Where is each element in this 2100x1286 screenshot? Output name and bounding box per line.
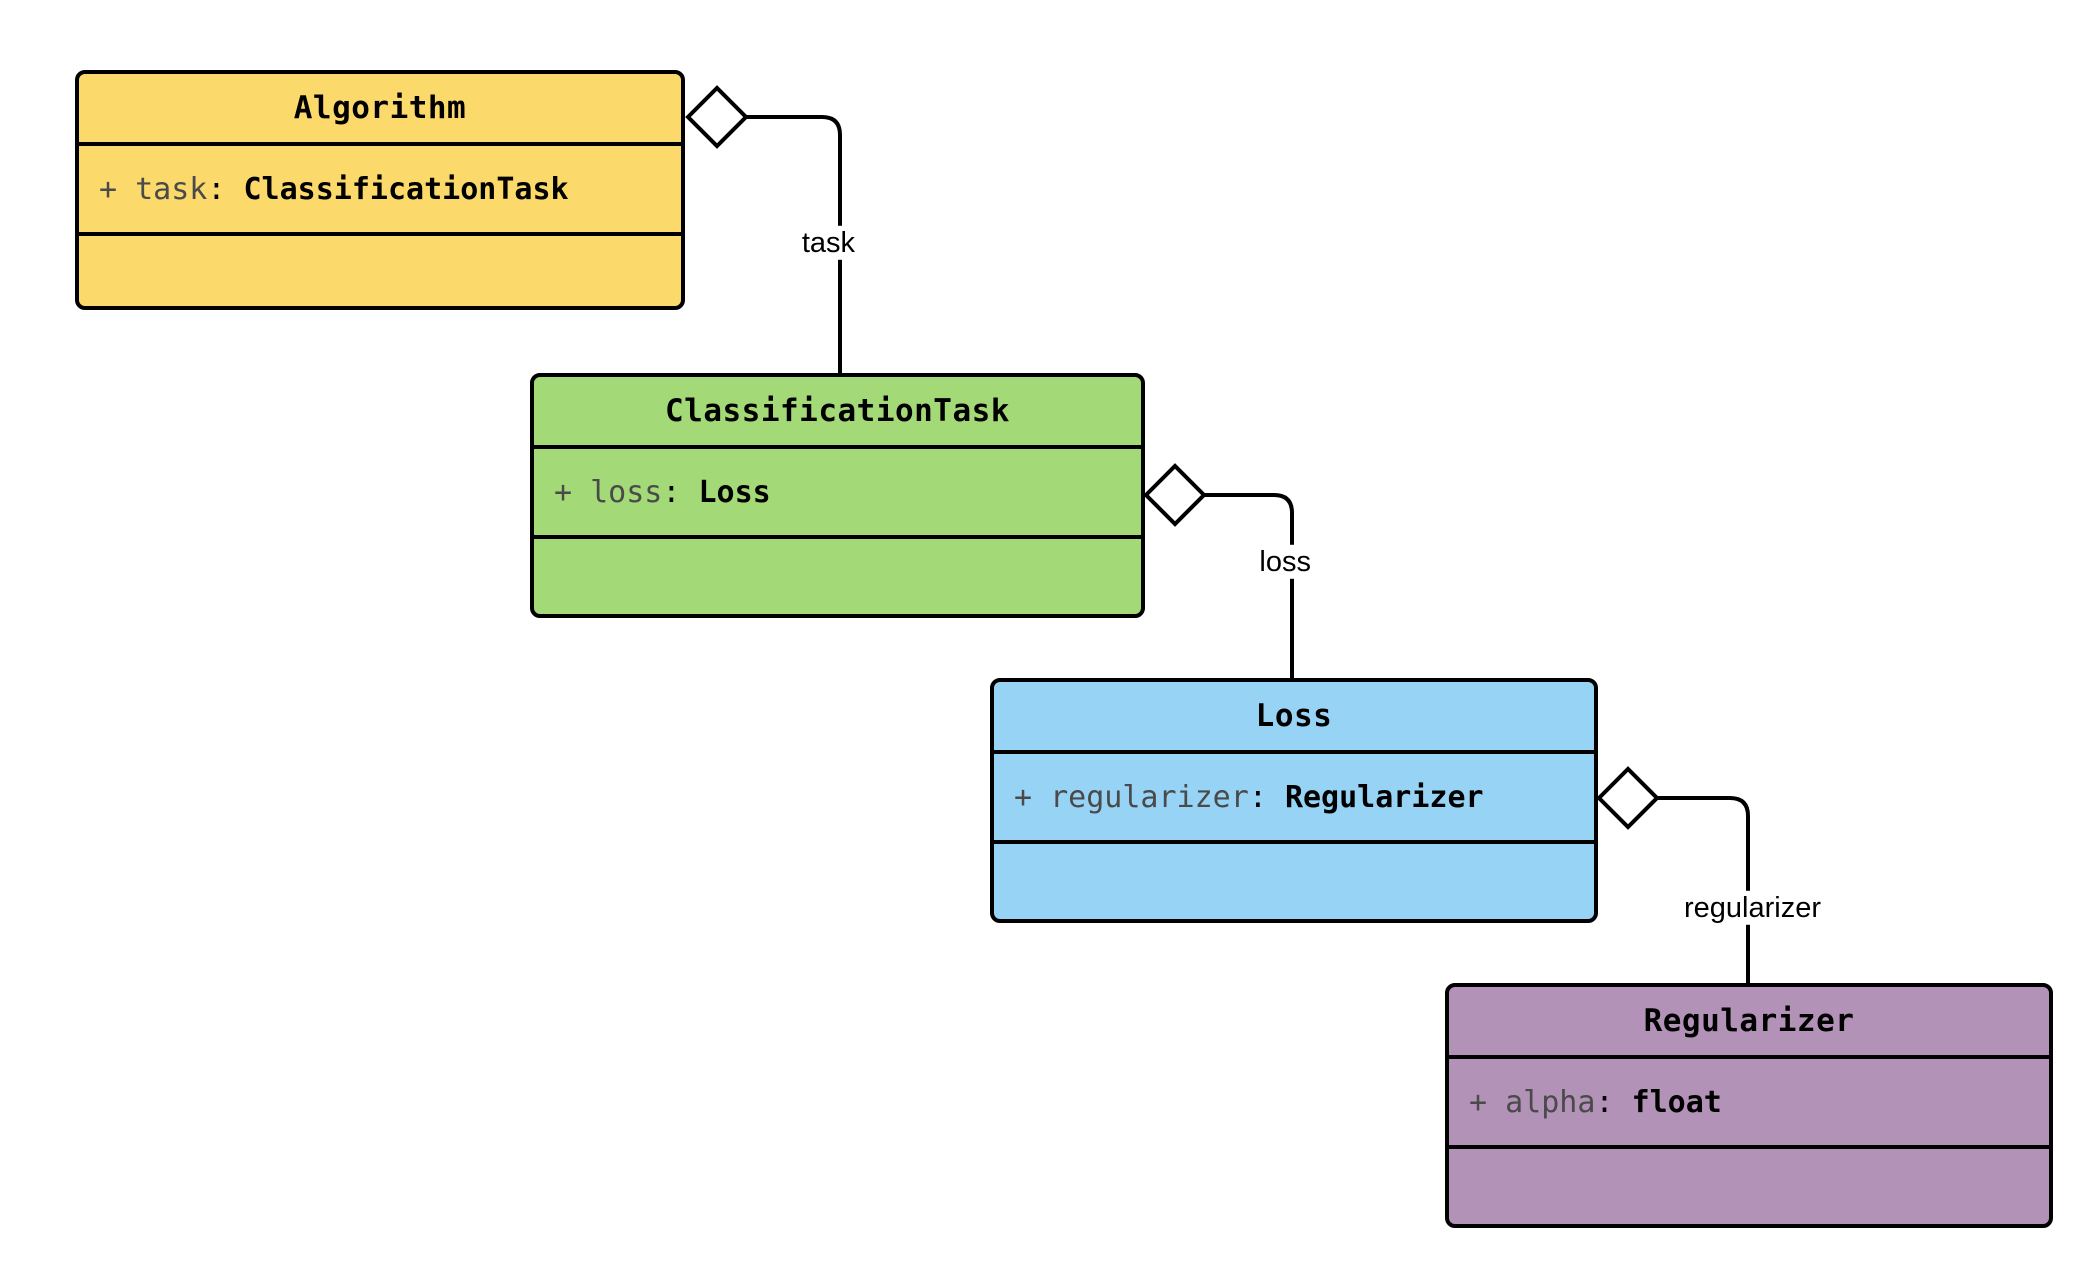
attribute-type: ClassificationTask [243, 171, 569, 207]
attribute-name: loss [590, 474, 663, 510]
attribute-type: Loss [698, 474, 771, 510]
class-box-classificationtask[interactable]: ClassificationTask + loss: Loss [530, 373, 1145, 618]
attribute-visibility: + [554, 474, 573, 510]
class-title-classificationtask: ClassificationTask [534, 377, 1141, 449]
attribute-row: + task: ClassificationTask [99, 173, 569, 206]
class-title-loss: Loss [994, 682, 1594, 754]
relation-label-algorithm-task: task [794, 225, 862, 261]
attribute-type: float [1631, 1084, 1722, 1120]
attribute-type: Regularizer [1284, 779, 1484, 815]
attribute-visibility: + [1469, 1084, 1488, 1120]
attribute-name: task [135, 171, 208, 207]
attribute-separator: : [662, 474, 681, 510]
attribute-row: + alpha: float [1469, 1086, 1722, 1119]
relation-label-classificationtask-loss: loss [1252, 544, 1318, 580]
class-attributes-regularizer: + alpha: float [1449, 1059, 2049, 1149]
attribute-name: alpha [1505, 1084, 1596, 1120]
attribute-row: + regularizer: Regularizer [1014, 781, 1484, 814]
attribute-visibility: + [1014, 779, 1033, 815]
class-title-algorithm: Algorithm [79, 74, 681, 146]
relation-loss-regularizer[interactable] [1596, 766, 1750, 983]
class-attributes-classificationtask: + loss: Loss [534, 449, 1141, 539]
attribute-visibility: + [99, 171, 118, 207]
class-box-algorithm[interactable]: Algorithm + task: ClassificationTask [75, 70, 685, 310]
aggregation-diamond [685, 85, 749, 149]
class-box-regularizer[interactable]: Regularizer + alpha: float [1445, 983, 2053, 1228]
attribute-separator: : [1248, 779, 1267, 815]
aggregation-diamond [1143, 463, 1207, 527]
class-attributes-algorithm: + task: ClassificationTask [79, 146, 681, 236]
class-attributes-loss: + regularizer: Regularizer [994, 754, 1594, 844]
attribute-separator: : [1595, 1084, 1614, 1120]
attribute-row: + loss: Loss [554, 476, 771, 509]
attribute-name: regularizer [1050, 779, 1249, 815]
relation-label-loss-regularizer: regularizer [1677, 890, 1828, 926]
attribute-separator: : [207, 171, 226, 207]
aggregation-diamond [1596, 766, 1660, 830]
class-box-loss[interactable]: Loss + regularizer: Regularizer [990, 678, 1598, 923]
class-title-regularizer: Regularizer [1449, 987, 2049, 1059]
relation-line [1204, 493, 1294, 678]
